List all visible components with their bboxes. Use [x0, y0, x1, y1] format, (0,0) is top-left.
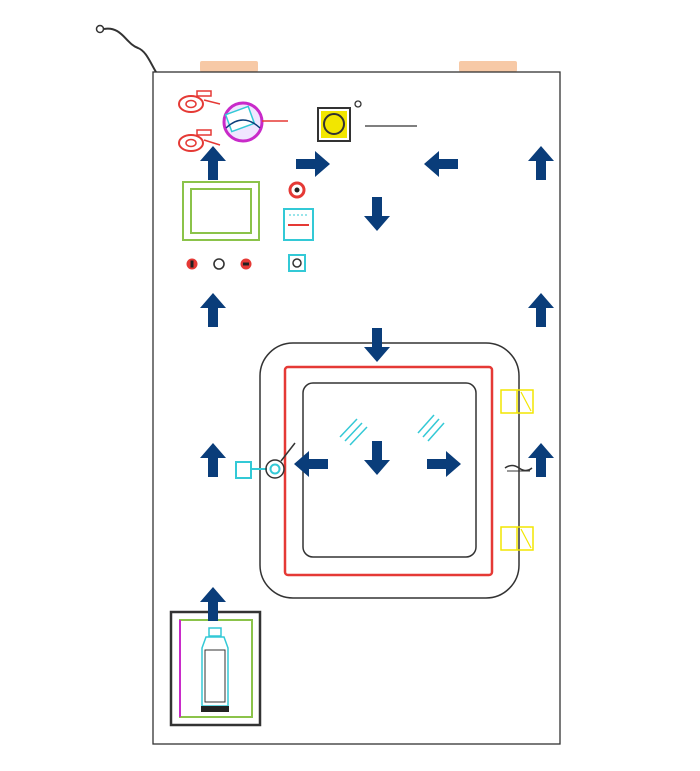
- top-mount-tab-right: [459, 61, 517, 72]
- indicator-lamp-middle: [213, 258, 225, 270]
- glass-reflection-left: [339, 418, 368, 446]
- door-seal-gasket: [283, 365, 494, 577]
- interlock-sensor-lower: [500, 526, 534, 551]
- door-handle: [235, 442, 296, 479]
- indicator-lamps: [186, 258, 252, 270]
- emergency-stop-button: [288, 181, 306, 199]
- interlock-sensor-upper: [500, 389, 534, 414]
- sterilant-bottle: [201, 627, 229, 712]
- power-cable: [95, 24, 157, 73]
- door-hinge: [504, 464, 533, 472]
- top-mount-tab-left: [200, 61, 258, 72]
- differential-pressure-meter: [283, 208, 314, 241]
- alarm-light-lower: [178, 129, 221, 152]
- fan-filter-unit: [317, 100, 417, 142]
- key-switch: [288, 254, 306, 272]
- control-touchscreen: [182, 181, 260, 241]
- glass-reflection-right: [417, 414, 445, 442]
- pressure-gauge: [222, 101, 288, 143]
- alarm-light-upper: [178, 90, 221, 113]
